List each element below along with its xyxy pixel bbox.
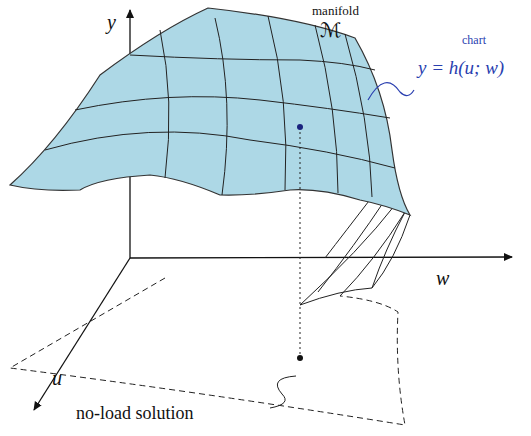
manifold-surface <box>10 8 410 215</box>
u-axis <box>34 258 130 410</box>
axis-label: u <box>52 368 62 388</box>
w-axis <box>130 257 512 258</box>
note-label: no-load solution <box>76 404 194 422</box>
surface-grid <box>45 16 395 197</box>
manifold-point <box>297 124 303 130</box>
chart-equation: y = h(u; w) <box>418 58 504 77</box>
domain-outline <box>10 278 405 425</box>
chart-label: chart <box>462 34 486 46</box>
manifold-symbol: ℳ <box>320 20 341 40</box>
manifold-label: manifold <box>312 4 359 17</box>
projection-line <box>300 127 301 358</box>
chart-leader <box>368 83 414 100</box>
manifold-folds <box>300 197 410 305</box>
leader-line <box>270 376 296 408</box>
axis-label: y <box>107 12 116 32</box>
no-load-point <box>297 355 303 361</box>
axis-label: w <box>436 268 449 288</box>
